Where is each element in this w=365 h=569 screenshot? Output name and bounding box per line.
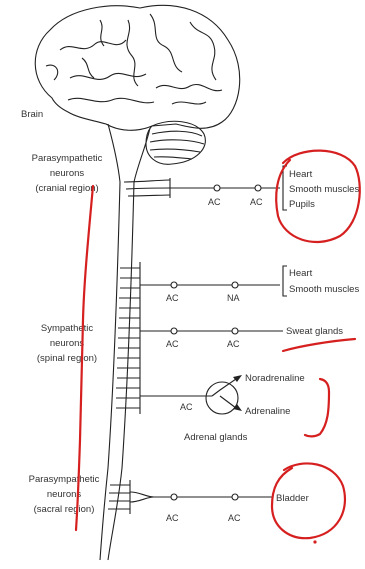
sympathetic-nerve-stubs xyxy=(116,262,140,414)
arrow-head-adrenaline xyxy=(233,404,242,411)
sympathetic-label-3: (spinal region) xyxy=(37,353,97,364)
cranial-transmitter-1: AC xyxy=(208,197,221,207)
sympathetic-label-2: neurons xyxy=(50,338,85,349)
red-bracket-adrenal xyxy=(305,379,329,436)
sympathetic-1-transmitter-2: NA xyxy=(227,293,240,303)
adrenal-transmitter: AC xyxy=(180,402,193,412)
cranial-target-smooth-muscles: Smooth muscles xyxy=(289,184,359,195)
sympathetic-target-smooth-muscles: Smooth muscles xyxy=(289,284,359,295)
sympathetic-target-heart: Heart xyxy=(289,268,313,279)
red-circle-cranial-targets xyxy=(276,151,360,242)
brain-label: Brain xyxy=(21,109,43,120)
arrow-head-noradrenaline xyxy=(233,375,242,382)
sacral-pathway xyxy=(108,480,272,514)
sympathetic-2-transmitter-2: AC xyxy=(227,339,240,349)
parasym-cranial-label-3: (cranial region) xyxy=(35,183,98,194)
sympathetic-2-transmitter-1: AC xyxy=(166,339,179,349)
adrenal-output-adrenaline: Adrenaline xyxy=(245,406,290,417)
parasym-sacral-label-1: Parasympathetic xyxy=(29,474,100,485)
parasym-sacral-label-3: (sacral region) xyxy=(34,504,95,515)
adrenal-gland-label: Adrenal glands xyxy=(184,432,248,443)
sympathetic-1-transmitter-1: AC xyxy=(166,293,179,303)
adrenal-output-noradrenaline: Noradrenaline xyxy=(245,373,305,384)
parasym-cranial-label-2: neurons xyxy=(50,168,85,179)
red-underline-sweat-glands xyxy=(283,339,355,351)
red-dot xyxy=(313,540,316,543)
sympathetic-label-1: Sympathetic xyxy=(41,323,94,334)
sympathetic-pathway-heart xyxy=(140,266,287,296)
spinal-cord xyxy=(100,182,134,560)
cranial-target-pupils: Pupils xyxy=(289,199,315,210)
sympathetic-pathway-sweat xyxy=(140,328,283,334)
sacral-target-bladder: Bladder xyxy=(276,493,309,504)
sacral-transmitter-2: AC xyxy=(228,513,241,523)
sacral-transmitter-1: AC xyxy=(166,513,179,523)
cranial-transmitter-2: AC xyxy=(250,197,263,207)
sympathetic-target-sweat-glands: Sweat glands xyxy=(286,326,343,337)
parasym-cranial-label-1: Parasympathetic xyxy=(32,153,103,164)
cranial-pathway xyxy=(124,166,287,210)
cranial-target-heart: Heart xyxy=(289,169,313,180)
parasym-sacral-label-2: neurons xyxy=(47,489,82,500)
